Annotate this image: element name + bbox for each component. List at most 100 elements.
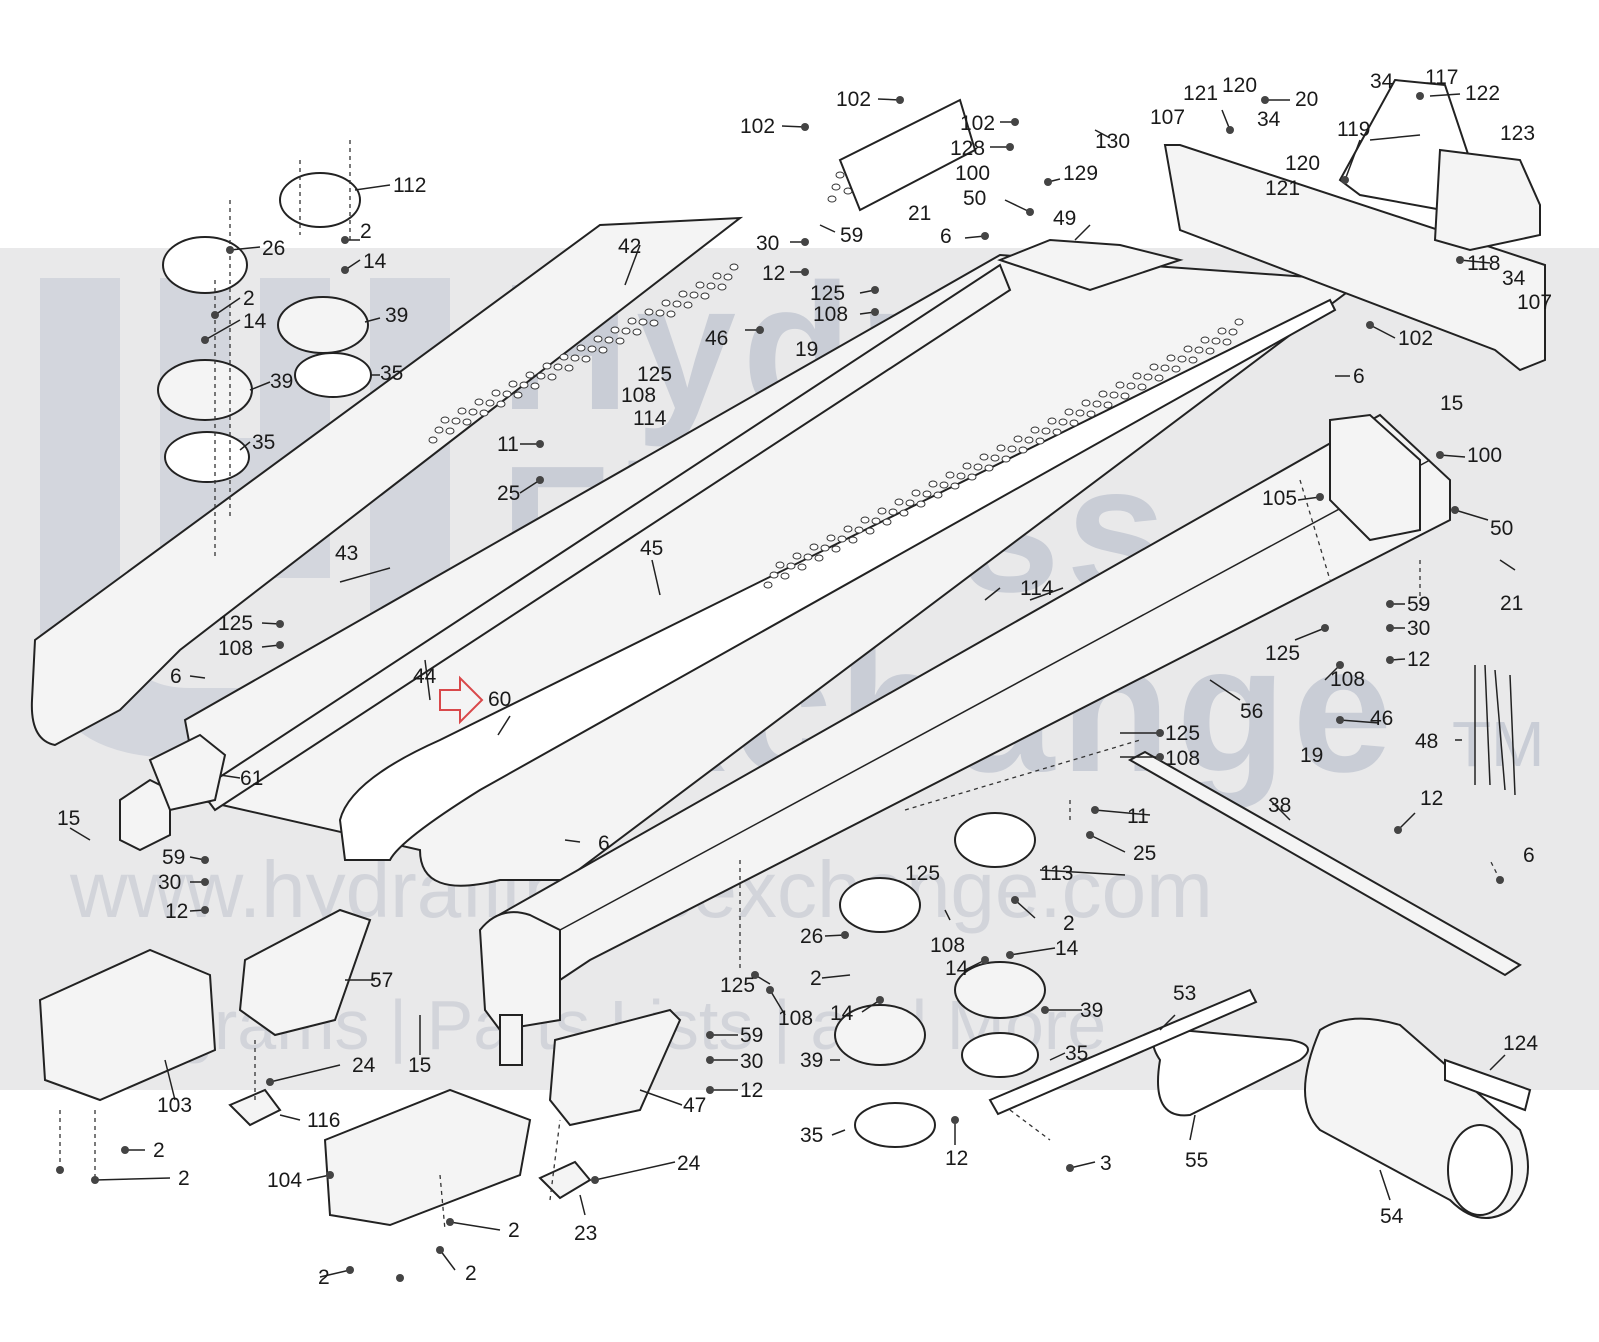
callout: 60 (488, 688, 511, 711)
perforation-hole (835, 171, 845, 179)
fastener (536, 476, 544, 484)
perforation-hole (451, 417, 461, 425)
perforation-hole (871, 517, 881, 525)
perforation-hole (570, 354, 580, 362)
callout: 120 (1285, 152, 1320, 175)
perforation-hole (1018, 446, 1028, 454)
fastener (1416, 92, 1424, 100)
callout: 50 (1490, 517, 1513, 540)
perforation-hole (780, 572, 790, 580)
callout: 114 (633, 407, 667, 430)
perforation-hole (1013, 435, 1023, 443)
fastener (326, 1171, 334, 1179)
callout: 103 (157, 1094, 192, 1117)
fastener (756, 326, 764, 334)
fastener (1041, 1006, 1049, 1014)
perforation-hole (928, 480, 938, 488)
perforation-hole (1075, 409, 1085, 417)
callout: 12 (762, 262, 785, 285)
perforation-hole (1098, 390, 1108, 398)
perforation-hole (1183, 345, 1193, 353)
perforation-hole (530, 382, 540, 390)
perforation-hole (967, 473, 977, 481)
perforation-hole (1103, 401, 1113, 409)
perforation-hole (820, 544, 830, 552)
perforation-hole (496, 400, 506, 408)
perforation-hole (638, 318, 648, 326)
fastener (801, 123, 809, 131)
callout: 2 (1063, 912, 1075, 935)
callout: 108 (1165, 747, 1200, 770)
perforation-hole (1171, 365, 1181, 373)
callout: 26 (800, 925, 823, 948)
callout: 6 (598, 832, 610, 855)
callout: 2 (465, 1262, 477, 1285)
perforation-hole (1137, 383, 1147, 391)
perforation-hole (615, 337, 625, 345)
callout: 125 (810, 282, 845, 305)
drive-belt (1152, 1028, 1309, 1117)
callout: 45 (640, 537, 663, 560)
perforation-hole (706, 282, 716, 290)
callout: 3 (1100, 1152, 1112, 1175)
perforation-hole (593, 335, 603, 343)
right-pedal (538, 1160, 592, 1200)
callout: 116 (307, 1109, 340, 1132)
perforation-hole (1035, 437, 1045, 445)
callout: 34 (1257, 108, 1281, 131)
perforation-hole (581, 355, 591, 363)
fastener (951, 1116, 959, 1124)
perforation-hole (962, 462, 972, 470)
callout: 102 (836, 88, 871, 111)
callout-labels: 102 102 102 128 130 100 129 50 21 6 49 1… (57, 66, 1552, 1289)
fastener (341, 266, 349, 274)
perforation-hole (428, 436, 438, 444)
callout: 128 (950, 137, 985, 160)
perforation-hole (1047, 417, 1057, 425)
callout: 14 (945, 957, 969, 980)
callout: 108 (778, 1007, 813, 1030)
perforation-hole (939, 481, 949, 489)
callout: 124 (1503, 1032, 1538, 1055)
perforation-hole (996, 444, 1006, 452)
callout: 11 (1127, 805, 1149, 828)
perforation-hole (610, 326, 620, 334)
perforation-hole (525, 371, 535, 379)
perforation-hole (1086, 410, 1096, 418)
perforation-hole (803, 553, 813, 561)
callout: 104 (267, 1169, 302, 1192)
perforation-hole (1222, 338, 1232, 346)
perforation-hole (814, 554, 824, 562)
callout: 48 (1415, 730, 1438, 753)
fastener (1044, 178, 1052, 186)
perforation-hole (1228, 328, 1238, 336)
callout: 19 (795, 338, 818, 361)
fastener (1011, 118, 1019, 126)
callout: 129 (1063, 162, 1098, 185)
perforation-hole (899, 509, 909, 517)
fastener (841, 931, 849, 939)
perforation-hole (1064, 408, 1074, 416)
fastener (1341, 176, 1349, 184)
fastener (536, 440, 544, 448)
callout: 61 (240, 767, 263, 790)
fastener (201, 336, 209, 344)
perforation-hole (1160, 364, 1170, 372)
perforation-hole (1211, 337, 1221, 345)
callout: 2 (243, 287, 255, 310)
perforation-hole (621, 327, 631, 335)
callout: 12 (1420, 787, 1443, 810)
callout: 14 (830, 1002, 854, 1025)
perforation-hole (1205, 347, 1215, 355)
fastener (446, 1218, 454, 1226)
fastener (1386, 656, 1394, 664)
fastener (871, 286, 879, 294)
fastener (436, 1246, 444, 1254)
fastener (341, 236, 349, 244)
callout: 24 (677, 1152, 701, 1175)
fastener (91, 1176, 99, 1184)
perforation-hole (877, 507, 887, 515)
perforation-hole (462, 418, 472, 426)
callout: 35 (800, 1124, 823, 1147)
callout: 6 (1523, 844, 1535, 867)
